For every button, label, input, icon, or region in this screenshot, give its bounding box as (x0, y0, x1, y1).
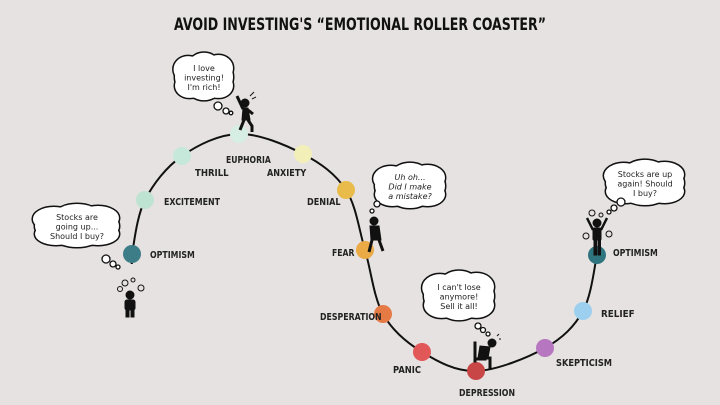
stage-label-fear: FEAR (332, 248, 355, 259)
bubble-text-line: Uh oh... (394, 173, 425, 182)
stage-dot-thrill (173, 147, 191, 165)
bubble-text-line: Did I make (388, 183, 431, 192)
bubble-text-line: I buy? (633, 189, 657, 198)
thought-trail-dot (213, 101, 223, 111)
bubble-text-line: again! Should (617, 180, 672, 189)
roller-coaster-track (130, 132, 598, 373)
stage-label-excitement: EXCITEMENT (164, 197, 220, 208)
thought-trail-dot (485, 331, 491, 337)
thought-trail-dot (115, 264, 121, 270)
bubble-text-line: I'm rich! (187, 83, 220, 92)
stage-dot-desperation (374, 305, 392, 323)
bubble-text-line: a mistake? (388, 192, 432, 201)
bubble-text-line: I love (193, 64, 215, 73)
stage-label-optimism: OPTIMISM (613, 248, 658, 259)
stage-label-euphoria: EUPHORIA (226, 155, 271, 166)
stage-label-relief: RELIEF (601, 309, 635, 320)
stage-label-thrill: THRILL (195, 168, 229, 179)
depressed-figure-icon (473, 333, 501, 370)
bubble-text-line: anymore! (440, 293, 479, 302)
stage-label-skepticism: SKEPTICISM (556, 358, 612, 369)
cheering-figure-icon (582, 209, 613, 256)
thought-trail-dot (373, 200, 381, 208)
thought-trail-dot (228, 110, 234, 116)
euphoric-dancer-icon (235, 91, 257, 132)
bubble-text-line: going up... (56, 223, 99, 232)
thought-trail-dot (474, 322, 482, 330)
stage-dot-anxiety (294, 145, 312, 163)
stage-label-denial: DENIAL (307, 197, 341, 208)
thought-trail-dot (222, 107, 230, 115)
stage-label-desperation: DESPERATION (320, 312, 382, 323)
stage-dot-panic (413, 343, 431, 361)
stage-dot-relief (574, 302, 592, 320)
bubble-text-line: Should I buy? (50, 232, 104, 241)
thought-trail-dot (616, 197, 626, 207)
stage-dot-excitement (136, 191, 154, 209)
stage-dot-optimism (123, 245, 141, 263)
stage-dot-euphoria (230, 125, 248, 143)
stage-dot-depression (467, 362, 485, 380)
stage-label-panic: PANIC (393, 365, 421, 376)
bubble-text-line: investing! (184, 74, 224, 83)
thought-trail-dot (479, 326, 487, 334)
worried-figure-icon (367, 216, 385, 253)
thought-trail-dot (109, 260, 117, 268)
stage-label-optimism: OPTIMISM (150, 250, 195, 261)
bubble-text-line: Sell it all! (440, 302, 477, 311)
bubble-text-line: I can't lose (437, 283, 480, 292)
thought-trail-dot (101, 254, 111, 264)
investor-figure-icon (117, 277, 145, 318)
stage-label-depression: DEPRESSION (459, 388, 515, 399)
bubble-text-line: Stocks are up (618, 170, 672, 179)
stage-label-anxiety: ANXIETY (267, 168, 307, 179)
stage-dot-skepticism (536, 339, 554, 357)
bubble-text-line: Stocks are (56, 213, 98, 222)
thought-trail-dot (606, 209, 612, 215)
thought-trail-dot (610, 204, 618, 212)
title: AVOID INVESTING'S “EMOTIONAL ROLLER COAS… (174, 15, 546, 35)
stage-dot-denial (337, 181, 355, 199)
thought-trail-dot (369, 208, 375, 214)
